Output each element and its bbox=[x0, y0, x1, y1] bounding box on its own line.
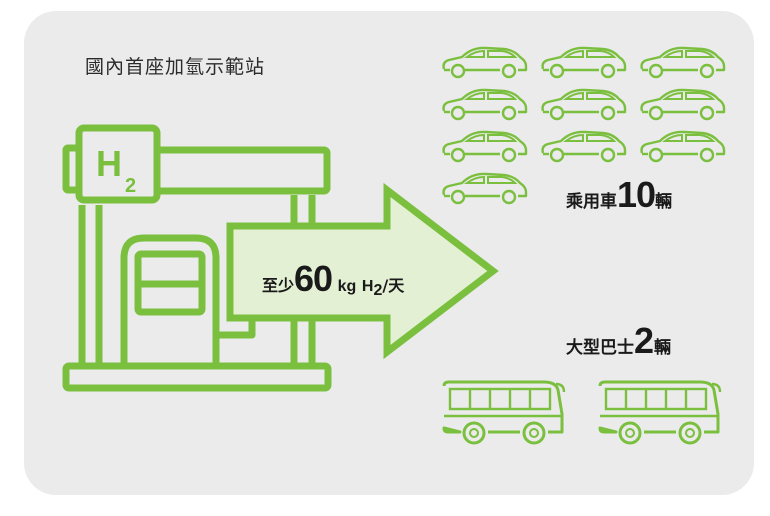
flow-arrow bbox=[226, 182, 499, 360]
car-icon bbox=[442, 172, 528, 205]
h2-sign-subscript: 2 bbox=[125, 175, 136, 197]
h2-sign bbox=[75, 124, 161, 204]
hydrogen-station-icon bbox=[62, 144, 332, 392]
cars-type: 乘用車 bbox=[566, 192, 617, 212]
car-icon bbox=[640, 46, 726, 79]
cars-unit: 輛 bbox=[655, 192, 673, 212]
car-icon bbox=[442, 46, 528, 79]
car-icon bbox=[442, 88, 528, 121]
car-icon bbox=[640, 88, 726, 121]
flow-value: 60 bbox=[294, 258, 333, 299]
bus-icon bbox=[442, 380, 566, 445]
car-icon bbox=[442, 130, 528, 163]
cars-count: 10 bbox=[617, 174, 656, 215]
buses-count: 2 bbox=[634, 320, 655, 361]
flow-label: 至少60 kg H2/天 bbox=[262, 258, 404, 300]
flow-prefix: 至少 bbox=[262, 276, 295, 295]
car-icon bbox=[541, 46, 627, 79]
flow-suffix: /天 bbox=[382, 276, 405, 295]
bus-icon bbox=[598, 380, 722, 445]
buses-group bbox=[442, 380, 722, 445]
buses-caption: 大型巴士2輛 bbox=[566, 320, 671, 362]
flow-gas-sub: 2 bbox=[373, 282, 383, 300]
buses-unit: 輛 bbox=[654, 338, 672, 358]
buses-type: 大型巴士 bbox=[566, 338, 634, 358]
car-icon bbox=[640, 130, 726, 163]
cars-caption: 乘用車10輛 bbox=[566, 174, 672, 216]
page-title: 國內首座加氫示範站 bbox=[85, 56, 266, 78]
h2-sign-letter: H bbox=[96, 143, 122, 184]
car-icon bbox=[541, 88, 627, 121]
flow-unit: kg bbox=[337, 278, 357, 295]
car-icon bbox=[541, 130, 627, 163]
flow-gas: H bbox=[361, 278, 374, 295]
